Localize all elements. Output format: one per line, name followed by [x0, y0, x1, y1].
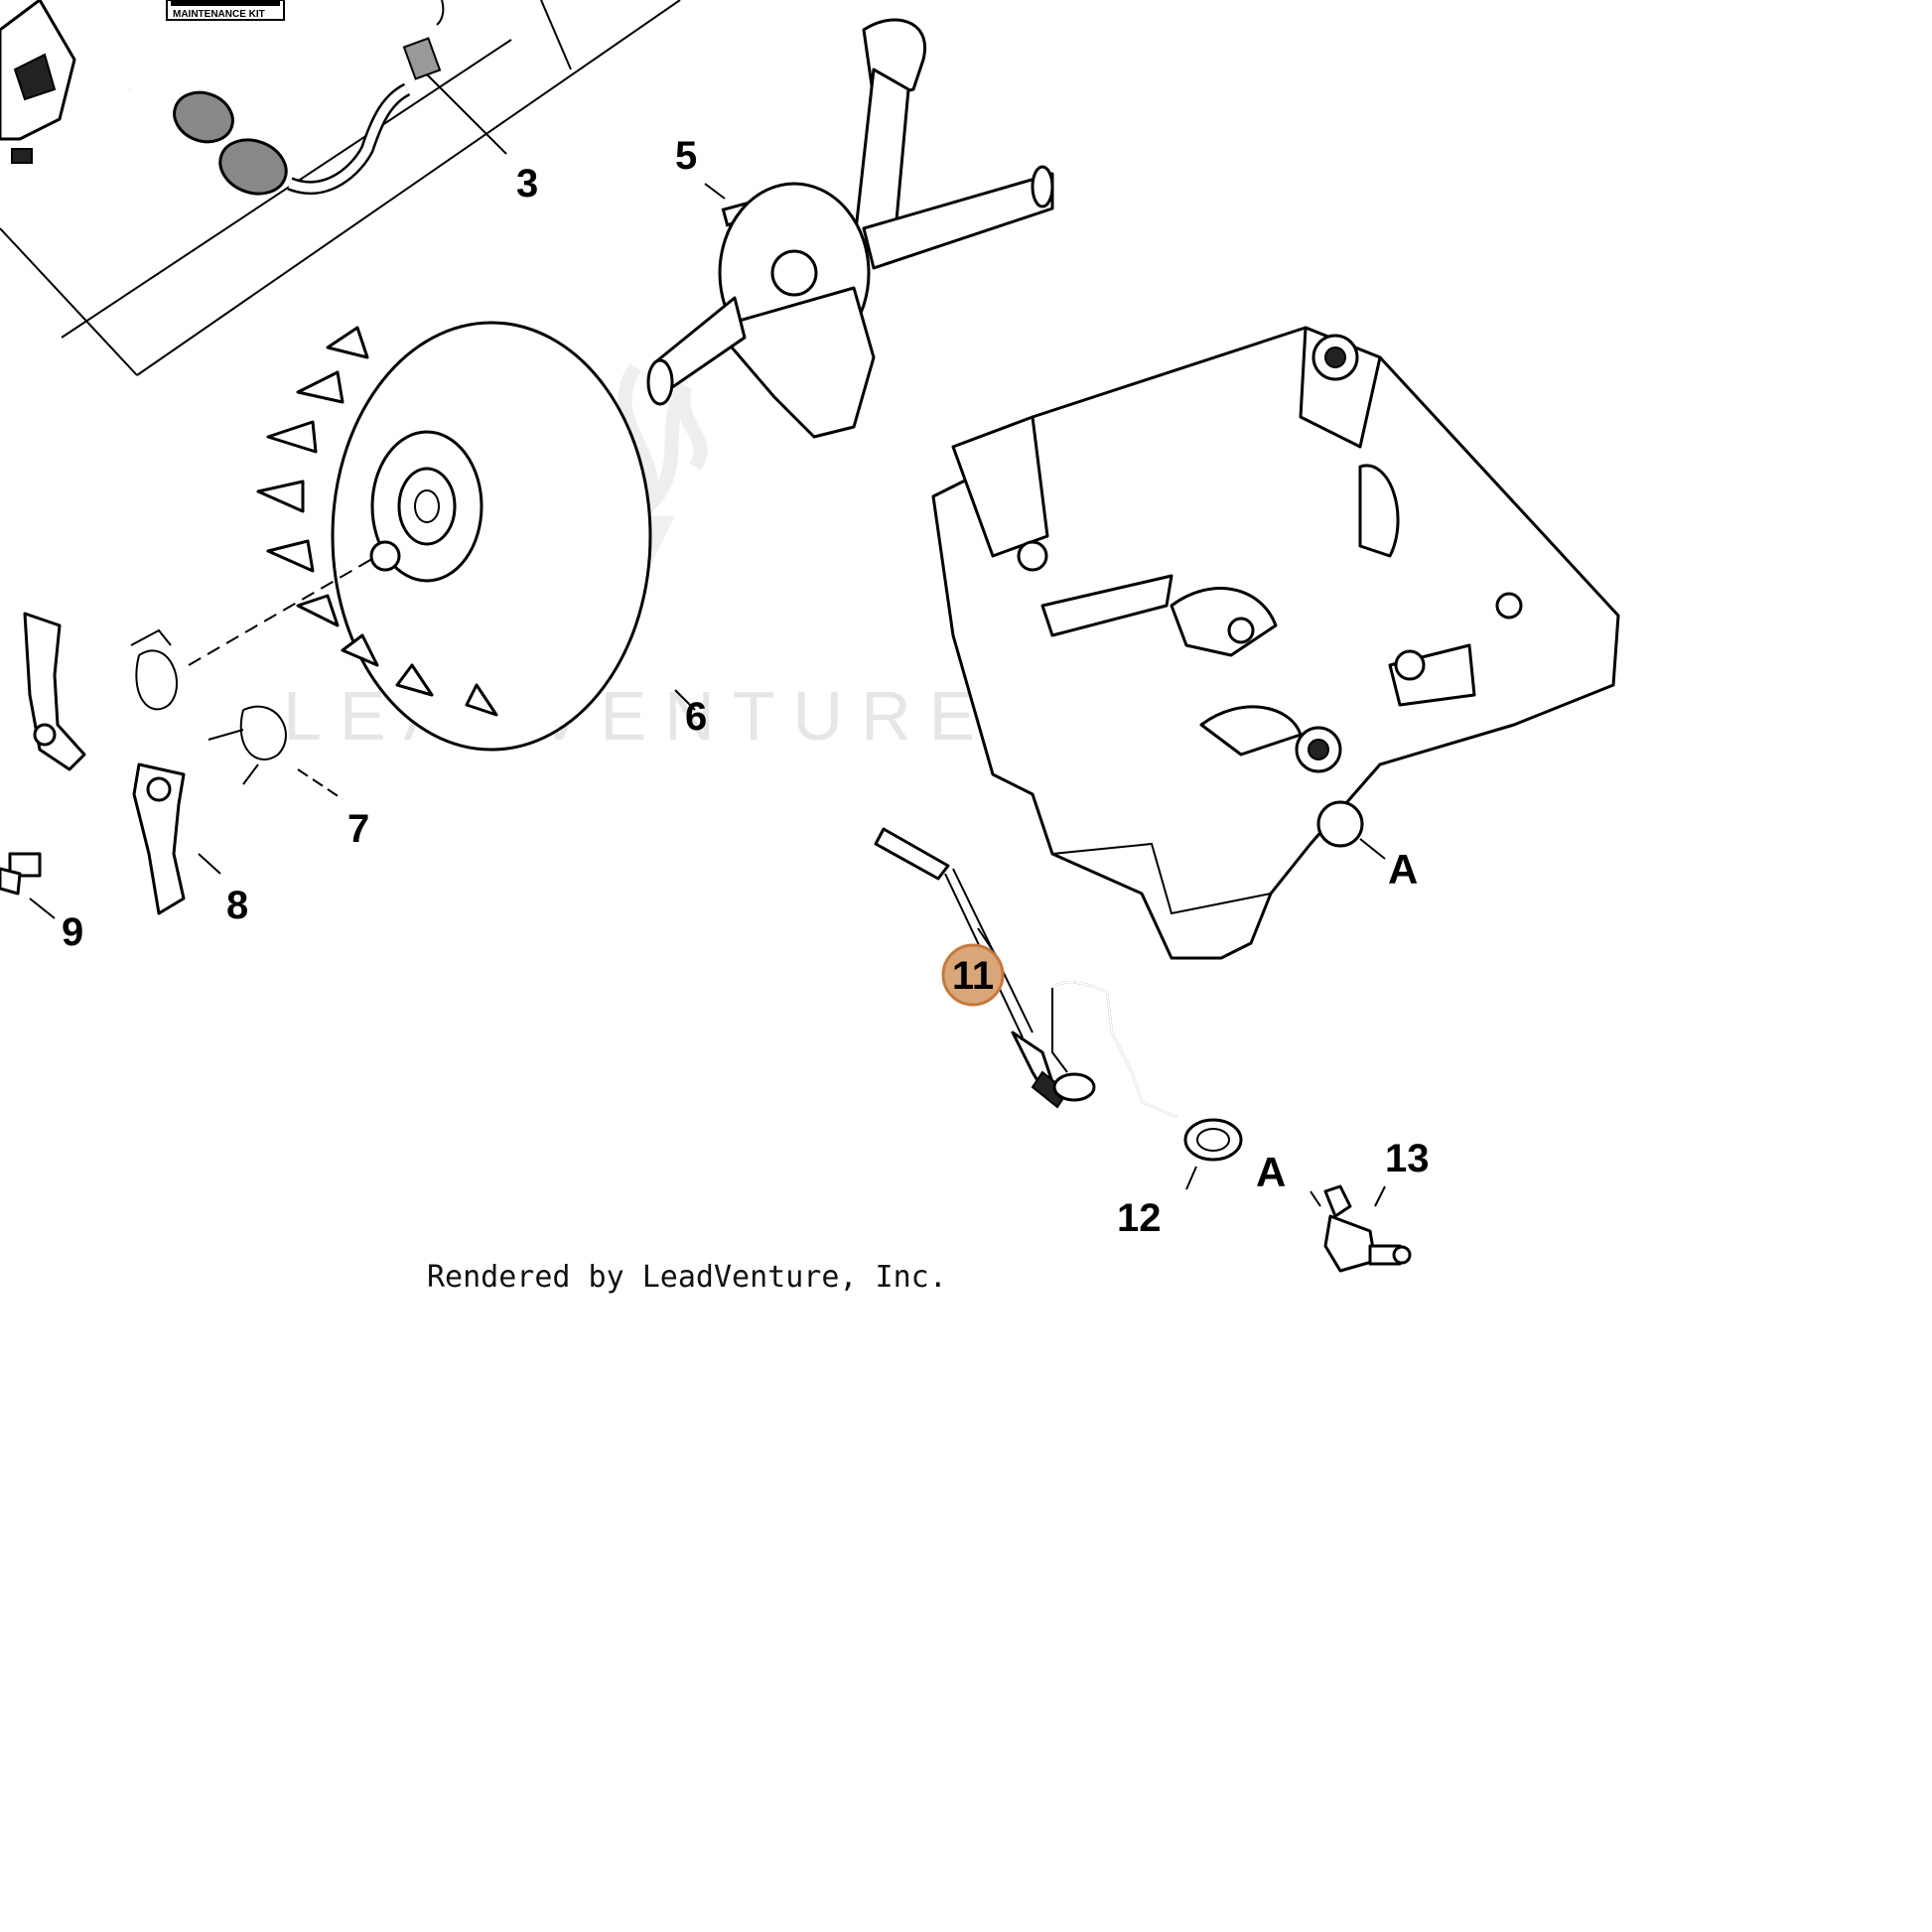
flywheel: [256, 321, 696, 752]
kit-box-outline: [0, 0, 681, 376]
kit-label: MAINTENANCE KIT: [173, 9, 265, 20]
maintenance-kit-logo: MAINTENANCE KIT: [166, 0, 285, 21]
ignition-module-partial: [0, 0, 76, 164]
pawl-spring: [207, 705, 344, 800]
callout-12: 12: [1117, 1196, 1162, 1240]
callout-5: 5: [675, 134, 697, 178]
starter-pawl-spring: [130, 555, 378, 711]
callout-7: 7: [347, 807, 369, 851]
callout-8: 8: [226, 884, 248, 927]
screw: [0, 852, 56, 919]
callout-11-badge: 11: [941, 943, 1005, 1007]
fuel-line-assembly: [0, 0, 507, 196]
callout-a-2: A: [1256, 1149, 1286, 1195]
stop-switch-terminal: [1310, 1184, 1412, 1273]
ground-wire: [874, 827, 1069, 1109]
callout-6: 6: [685, 695, 707, 739]
crankcase: [931, 326, 1620, 960]
callout-9: 9: [62, 910, 83, 954]
starter-pawl-2: [23, 612, 86, 771]
callout-a-1: A: [1388, 846, 1418, 893]
crankshaft: [646, 18, 1054, 439]
starter-pawl: [132, 762, 221, 915]
credit-text: Rendered by LeadVenture, Inc.: [427, 1260, 947, 1295]
callout-3: 3: [516, 162, 538, 206]
callout-11: 11: [952, 954, 994, 998]
callout-13: 13: [1385, 1137, 1430, 1180]
ground-lead: [1051, 981, 1243, 1190]
